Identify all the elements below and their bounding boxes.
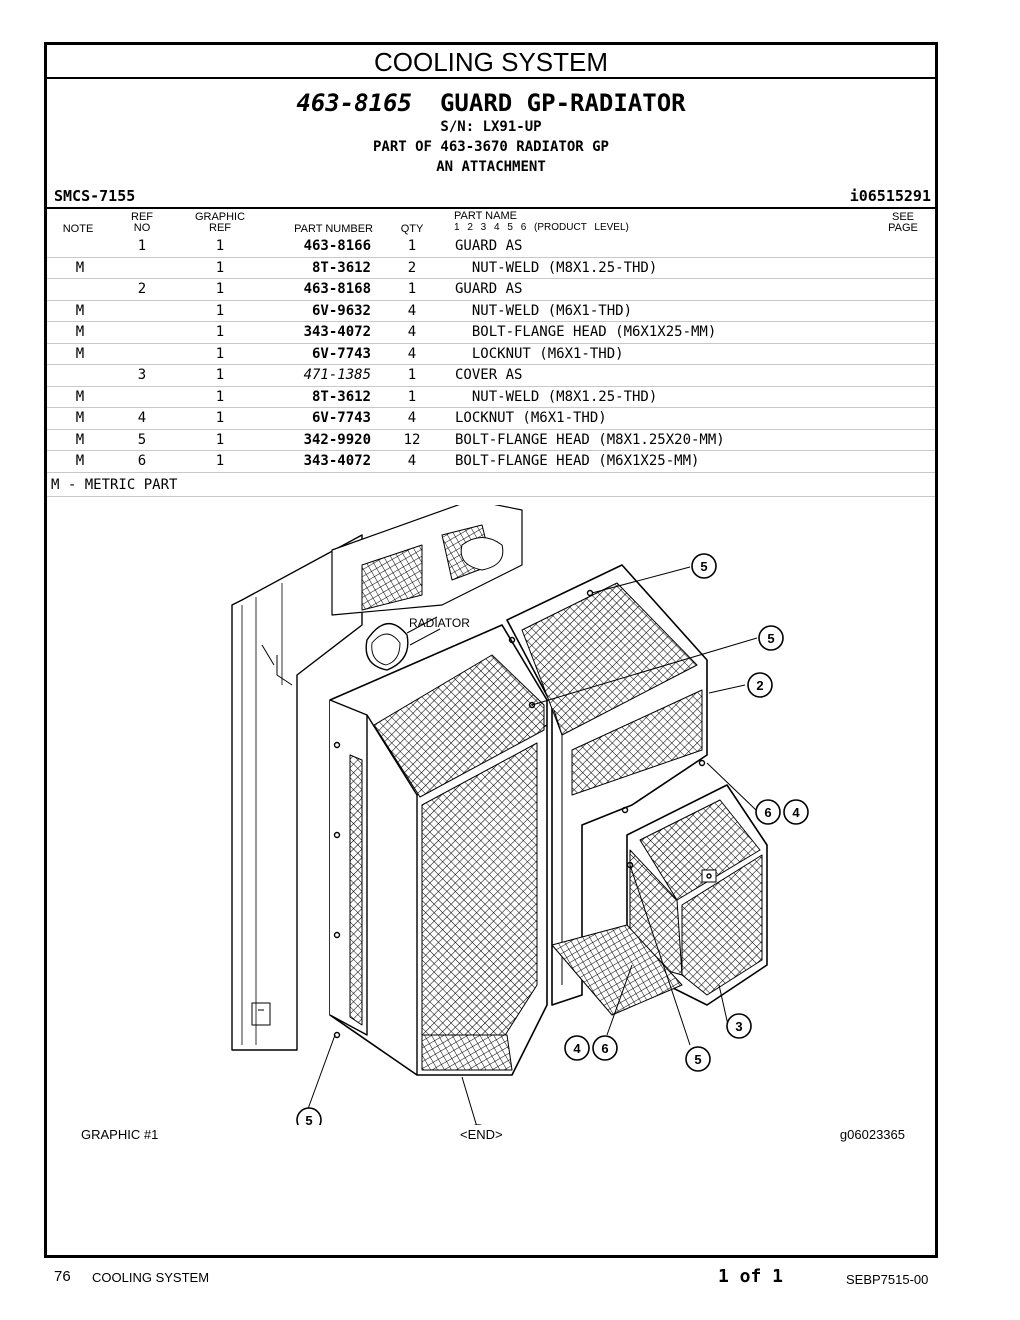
col-ref-1: REF — [131, 211, 153, 223]
col-part-number: PART NUMBER — [294, 223, 373, 235]
radiator-core — [231, 534, 363, 1051]
radiator-label: RADIATOR — [409, 616, 470, 630]
part-number: 6V-9632 — [311, 302, 371, 319]
svg-text:3: 3 — [735, 1019, 742, 1034]
callout-6[interactable]: 6 — [592, 1035, 618, 1061]
svg-text:2: 2 — [756, 678, 763, 693]
group-part-title: GUARD GP-RADIATOR — [439, 89, 686, 117]
part-name: LOCKNUT (M6X1-THD) — [455, 410, 607, 426]
callout-5[interactable]: 5 — [691, 553, 717, 579]
part-number: 8T-3612 — [311, 259, 371, 276]
page-of: 1 of 1 — [718, 1266, 784, 1287]
col-graphic-2: REF — [209, 222, 231, 234]
part-number: 342-9920 — [303, 431, 371, 448]
document-id: SEBP7515-00 — [846, 1272, 929, 1287]
exploded-view-drawing: RADIATOR — [231, 505, 809, 1125]
part-name: NUT-WELD (M8X1.25-THD) — [455, 388, 658, 405]
part-name: GUARD AS — [455, 238, 523, 254]
part-name: NUT-WELD (M6X1-THD) — [455, 302, 633, 319]
col-qty: QTY — [400, 223, 424, 235]
graphic-id: g06023365 — [839, 1127, 905, 1142]
part-number: 463-8168 — [303, 281, 371, 297]
callout-3[interactable]: 3 — [726, 1013, 752, 1039]
part-number: 343-4072 — [303, 324, 371, 340]
part-number: 343-4072 — [303, 453, 371, 469]
col-note: NOTE — [62, 223, 94, 235]
svg-text:5: 5 — [305, 1113, 312, 1125]
group-part-number: 463-8165 — [296, 89, 412, 117]
page-number: 76 — [54, 1268, 71, 1285]
callout-5[interactable]: 5 — [758, 625, 784, 651]
callout-5[interactable]: 5 — [296, 1107, 322, 1125]
serial-range: S/N: LX91-UP — [440, 119, 542, 135]
part-number: 8T-3612 — [311, 388, 371, 405]
part-name: NUT-WELD (M8X1.25-THD) — [455, 259, 658, 276]
callout-5[interactable]: 5 — [685, 1046, 711, 1072]
svg-text:5: 5 — [767, 631, 774, 646]
metric-part-note: M - METRIC PART — [51, 477, 178, 493]
part-number: 471-1385 — [303, 367, 371, 383]
part-name: BOLT-FLANGE HEAD (M6X1X25-MM) — [455, 324, 717, 340]
callout-4[interactable]: 4 — [783, 799, 809, 825]
col-see-2: PAGE — [888, 222, 918, 234]
svg-text:6: 6 — [764, 805, 771, 820]
part-name: LOCKNUT (M6X1-THD) — [455, 345, 624, 362]
part-number: 6V-7743 — [311, 410, 371, 426]
svg-text:5: 5 — [700, 559, 707, 574]
col-part-name: PART NAME — [454, 210, 517, 222]
section-title: COOLING SYSTEM — [47, 45, 935, 79]
footer-section: COOLING SYSTEM — [92, 1270, 210, 1285]
part-number: 6V-7743 — [311, 345, 371, 362]
col-graphic-1: GRAPHIC — [194, 211, 246, 223]
col-ref-2: NO — [133, 222, 151, 234]
svg-text:6: 6 — [601, 1041, 608, 1056]
col-product-level: 1 2 3 4 5 6 (PRODUCT LEVEL) — [454, 222, 629, 233]
callout-6[interactable]: 6 — [755, 799, 781, 825]
part-of-line: PART OF 463-3670 RADIATOR GP — [372, 139, 609, 155]
part-number: 463-8166 — [303, 238, 371, 254]
part-name: COVER AS — [455, 367, 523, 383]
illustration-id: i06515291 — [849, 187, 931, 205]
metric-note-rule — [47, 496, 935, 497]
callout-4[interactable]: 4 — [564, 1035, 590, 1061]
col-see-1: SEE — [891, 211, 914, 223]
graphic-number: GRAPHIC #1 — [81, 1127, 159, 1142]
svg-text:4: 4 — [792, 805, 800, 820]
header-rule — [47, 207, 935, 209]
smcs-code: SMCS-7155 — [54, 187, 136, 205]
parts-page-frame: COOLING SYSTEM 463-8165 GUARD GP-RADIATOR… — [44, 42, 938, 1258]
svg-text:5: 5 — [694, 1052, 701, 1067]
callout-2[interactable]: 2 — [747, 672, 773, 698]
attachment-line: AN ATTACHMENT — [436, 159, 546, 175]
group-title: 463-8165 GUARD GP-RADIATOR — [47, 89, 935, 117]
part-name: BOLT-FLANGE HEAD (M8X1.25X20-MM) — [455, 431, 725, 448]
end-marker: <END> — [460, 1127, 503, 1142]
svg-text:4: 4 — [573, 1041, 581, 1056]
part-name: BOLT-FLANGE HEAD (M6X1X25-MM) — [455, 453, 700, 469]
part-name: GUARD AS — [455, 281, 523, 297]
